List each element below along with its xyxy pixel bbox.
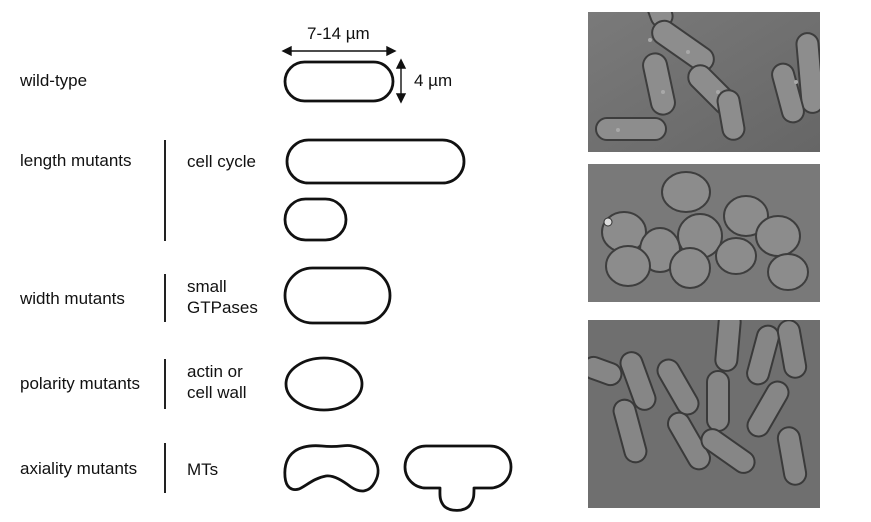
round-cells-micrograph [588,164,820,302]
branched-cell-shape [405,446,511,510]
width-arrowhead-bottom [397,94,405,102]
rod-shaped-cells-micrograph [588,12,820,152]
curved-cell-shape [285,445,378,491]
round-cell-shape [286,358,362,410]
curved-cells-micrograph [588,320,820,508]
wild-type-rod-shape [285,62,393,101]
short-cell-shape [285,199,346,240]
cell-shape-outlines [0,0,560,522]
wide-cell-shape [285,268,390,323]
long-cell-shape [287,140,464,183]
width-arrowhead-top [397,60,405,68]
length-arrowhead-right [387,47,395,55]
length-arrowhead-left [283,47,291,55]
